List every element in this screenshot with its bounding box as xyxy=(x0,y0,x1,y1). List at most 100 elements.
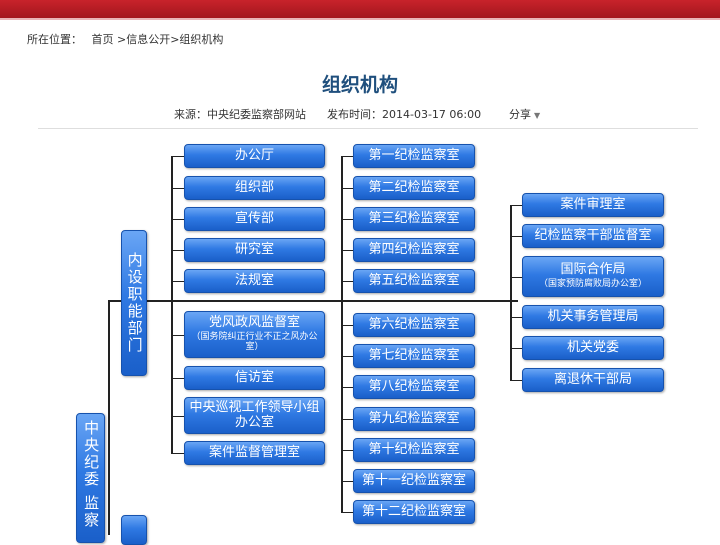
column3-node-2[interactable]: 纪检监察干部监督室 xyxy=(522,224,664,248)
column3-node-4[interactable]: 机关事务管理局 xyxy=(522,305,664,329)
column2-node-7[interactable]: 第七纪检监察室 xyxy=(353,344,475,368)
column3-branch-line xyxy=(510,205,522,206)
column2-branch-line xyxy=(341,250,353,251)
node-label: 纪检监察干部监督室 xyxy=(534,227,652,243)
node-label: 第三纪检监察室 xyxy=(368,210,460,226)
column2-branch-line xyxy=(341,512,353,513)
column1-node-4[interactable]: 研究室 xyxy=(184,238,325,262)
node-label: 第四纪检监察室 xyxy=(368,241,460,257)
caret-down-icon: ▼ xyxy=(534,111,541,120)
node-label: 党风政风监督室 xyxy=(208,315,300,331)
column2-node-9[interactable]: 第九纪检监察室 xyxy=(353,407,475,431)
breadcrumb-home-link[interactable]: 首页 xyxy=(91,33,114,46)
column2-node-8[interactable]: 第八纪检监察室 xyxy=(353,375,475,399)
node-label: 第六纪检监察室 xyxy=(368,316,460,332)
column2-node-11[interactable]: 第十一纪检监察室 xyxy=(353,469,475,493)
node-label: 内设职能部门 xyxy=(125,252,144,354)
breadcrumb-path: >信息公开>组织机构 xyxy=(117,33,224,46)
share-button[interactable]: 分享▼ xyxy=(509,106,540,122)
node-label: 第十纪检监察室 xyxy=(368,441,460,457)
root-trunk-line xyxy=(108,300,110,535)
internal-departments-node[interactable]: 内设职能部门 xyxy=(121,230,147,376)
node-label: 组织部 xyxy=(234,179,274,195)
breadcrumb: 所在位置： 首页 >信息公开>组织机构 xyxy=(27,31,229,47)
node-label: 研究室 xyxy=(234,241,274,257)
column3-node-3[interactable]: 国际合作局（国家预防腐败局办公室） xyxy=(522,256,664,297)
column1-branch-line xyxy=(171,281,184,282)
column1-branch-line xyxy=(171,156,184,157)
column1-branch-line xyxy=(171,415,184,417)
node-label: 法规室 xyxy=(234,272,274,288)
column2-branch-line xyxy=(341,450,353,451)
column1-node-8[interactable]: 中央巡视工作领导小组办公室 xyxy=(184,397,325,434)
column3-node-6[interactable]: 离退休干部局 xyxy=(522,368,664,392)
node-sublabel: （国务院纠正行业不正之风办公室） xyxy=(191,332,318,353)
node-label: 第八纪检监察室 xyxy=(368,378,460,394)
column2-node-12[interactable]: 第十二纪检监察室 xyxy=(353,500,475,524)
node-label: 第十二纪检监察室 xyxy=(361,503,466,519)
org-branch-node-clipped[interactable] xyxy=(121,515,147,545)
node-label: 离退休干部局 xyxy=(553,371,632,387)
column1-branch-line xyxy=(171,334,184,336)
column2-vertical-line xyxy=(341,156,343,513)
node-label: 宣传部 xyxy=(234,210,274,226)
column1-node-1[interactable]: 办公厅 xyxy=(184,144,325,168)
column1-node-5[interactable]: 法规室 xyxy=(184,269,325,293)
column1-node-6[interactable]: 党风政风监督室（国务院纠正行业不正之风办公室） xyxy=(184,311,325,358)
column2-node-6[interactable]: 第六纪检监察室 xyxy=(353,313,475,337)
column1-node-3[interactable]: 宣传部 xyxy=(184,207,325,231)
column1-branch-line xyxy=(171,219,184,220)
main-spine-line xyxy=(108,300,518,302)
column1-node-2[interactable]: 组织部 xyxy=(184,176,325,200)
node-label: 第五纪检监察室 xyxy=(368,272,460,288)
column1-branch-line xyxy=(171,188,184,189)
node-label: 办公厅 xyxy=(234,147,274,163)
node-label: 第七纪检监察室 xyxy=(368,347,460,363)
node-label: 机关党委 xyxy=(566,339,619,355)
column1-branch-line xyxy=(171,378,184,379)
column2-branch-line xyxy=(341,419,353,420)
page-title: 组织机构 xyxy=(321,74,398,96)
column1-branch-line xyxy=(171,250,184,251)
column2-node-3[interactable]: 第三纪检监察室 xyxy=(353,207,475,231)
node-label: 机关事务管理局 xyxy=(547,308,639,324)
article-source: 来源：中央纪委监察部网站 xyxy=(174,108,306,121)
column2-node-10[interactable]: 第十纪检监察室 xyxy=(353,438,475,462)
column3-branch-line xyxy=(510,276,522,278)
column1-node-7[interactable]: 信访室 xyxy=(184,366,325,390)
column2-branch-line xyxy=(341,219,353,220)
column2-branch-line xyxy=(341,156,353,157)
column2-node-1[interactable]: 第一纪检监察室 xyxy=(353,144,475,168)
node-label: 中央巡视工作领导小组办公室 xyxy=(189,399,320,430)
node-label: 案件审理室 xyxy=(560,196,626,212)
node-label: 第一纪检监察室 xyxy=(368,147,460,163)
article-date: 发布时间：2014-03-17 06:00 xyxy=(327,108,482,121)
header-divider xyxy=(38,128,698,129)
column3-branch-line xyxy=(510,380,522,381)
column3-node-5[interactable]: 机关党委 xyxy=(522,336,664,360)
column1-branch-line xyxy=(171,453,184,454)
column1-node-9[interactable]: 案件监督管理室 xyxy=(184,441,325,465)
share-label: 分享 xyxy=(509,108,531,121)
node-label: 第十一纪检监察室 xyxy=(361,472,466,488)
column2-node-4[interactable]: 第四纪检监察室 xyxy=(353,238,475,262)
breadcrumb-label: 所在位置： xyxy=(27,33,82,46)
column2-branch-line xyxy=(341,325,353,326)
column3-branch-line xyxy=(510,317,522,318)
column3-vertical-line xyxy=(510,205,512,381)
column2-branch-line xyxy=(341,188,353,189)
column2-branch-line xyxy=(341,281,353,282)
org-root-node[interactable]: 中央纪委 监察 xyxy=(76,413,105,543)
node-label: 信访室 xyxy=(234,369,274,385)
column2-node-2[interactable]: 第二纪检监察室 xyxy=(353,176,475,200)
column2-branch-line xyxy=(341,481,353,482)
node-label: 第二纪检监察室 xyxy=(368,179,460,195)
column3-branch-line xyxy=(510,348,522,349)
column3-node-1[interactable]: 案件审理室 xyxy=(522,193,664,217)
top-banner xyxy=(0,0,720,20)
node-label: 中央纪委 监察 xyxy=(82,420,101,529)
column2-node-5[interactable]: 第五纪检监察室 xyxy=(353,269,475,293)
node-label: 国际合作局 xyxy=(560,262,626,278)
column2-branch-line xyxy=(341,387,353,388)
node-label: 案件监督管理室 xyxy=(208,444,300,460)
